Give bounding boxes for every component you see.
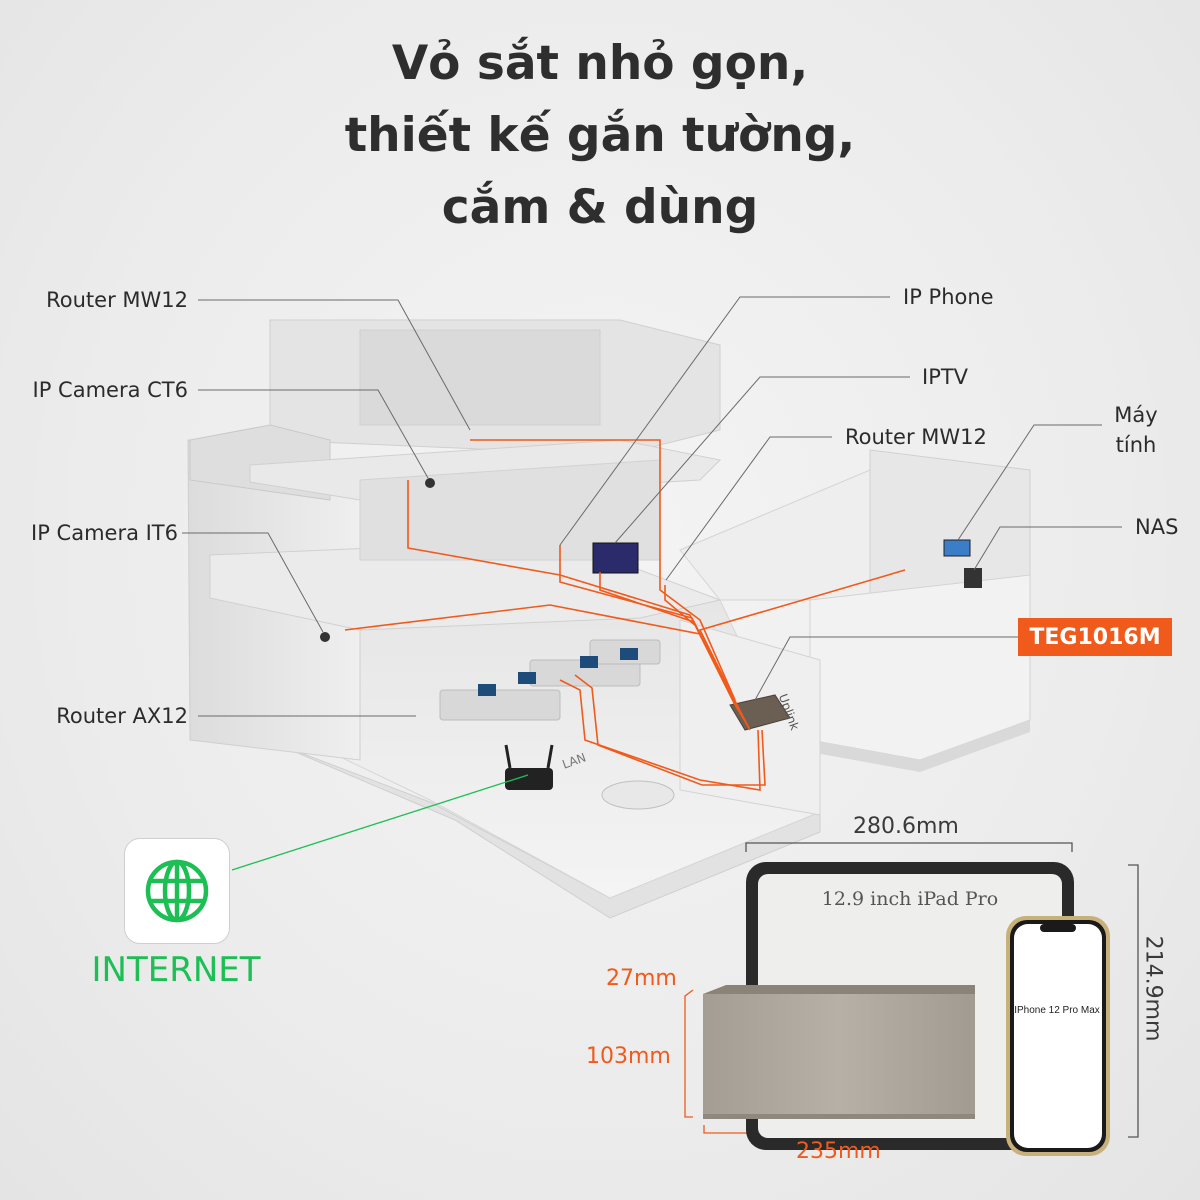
iptv-device — [592, 542, 639, 574]
internet-link-line — [231, 774, 529, 871]
dim-width-235: 235mm — [796, 1139, 881, 1164]
switch-front — [703, 994, 975, 1118]
computer-device — [943, 539, 971, 557]
label-may-tinh: Máy tính — [1114, 403, 1158, 457]
leader-lines — [182, 296, 1122, 717]
title-line-1: Vỏ sắt nhỏ gọn, — [391, 36, 809, 91]
title-line-3: cắm & dùng — [441, 180, 759, 235]
label-ip-camera-ct6: IP Camera CT6 — [32, 378, 188, 402]
dim-height-103: 103mm — [586, 1044, 671, 1069]
product-badge: TEG1016M — [1018, 618, 1172, 656]
iphone-label: IPhone 12 Pro Max — [1014, 1005, 1100, 1016]
camera-it6-device — [320, 632, 330, 642]
iphone-notch — [1040, 924, 1076, 932]
label-ip-phone: IP Phone — [903, 285, 994, 309]
switch-top — [703, 985, 975, 994]
dim-width-top: 280.6mm — [853, 814, 959, 839]
dim-depth-27: 27mm — [606, 966, 677, 991]
network-cables — [344, 439, 906, 791]
office-monitors — [478, 648, 638, 696]
dimension-lines — [684, 842, 1139, 1138]
switch-bottom-edge — [703, 1114, 975, 1119]
ipad-label: 12.9 inch iPad Pro — [821, 888, 999, 910]
camera-ct6-device — [425, 478, 435, 488]
label-router-mw12-top: Router MW12 — [46, 288, 188, 312]
upper-floor-backwall — [359, 329, 601, 426]
page-title: Vỏ sắt nhỏ gọn, thiết kế gắn tường, cắm … — [0, 28, 1200, 244]
label-router-mw12-mid: Router MW12 — [845, 425, 987, 449]
router-ax12-device — [504, 744, 554, 790]
label-router-ax12: Router AX12 — [56, 704, 188, 728]
iphone-screen — [1014, 924, 1102, 1148]
internet-tile — [124, 838, 230, 944]
nas-device — [964, 568, 982, 588]
label-nas: NAS — [1135, 515, 1179, 539]
title-line-2: thiết kế gắn tường, — [344, 108, 856, 163]
globe-icon — [145, 859, 209, 923]
label-iptv: IPTV — [922, 365, 969, 389]
label-ip-camera-it6: IP Camera IT6 — [31, 521, 178, 545]
ground-slab — [271, 741, 821, 919]
dim-height-right: 214.9mm — [1140, 935, 1166, 1042]
right-wing-base — [810, 720, 1030, 772]
internet-label: INTERNET — [91, 950, 261, 990]
meeting-table — [601, 780, 675, 810]
